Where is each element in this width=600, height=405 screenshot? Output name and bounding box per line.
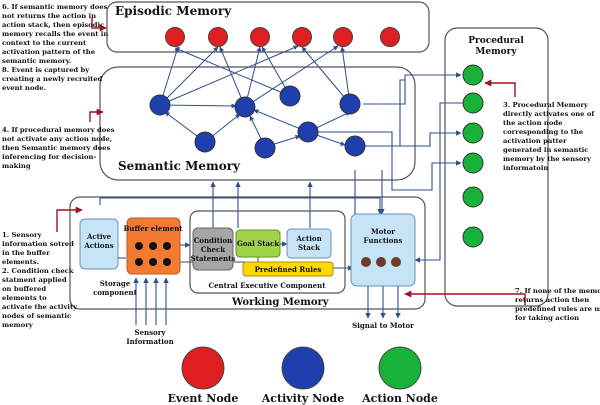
legend-action-swatch bbox=[378, 346, 422, 390]
legend-event-label: Event Node bbox=[168, 392, 239, 405]
motor-functions-label-1: Motor bbox=[371, 227, 395, 236]
active-actions-box bbox=[79, 218, 119, 270]
episodic-event-nodes bbox=[165, 27, 400, 47]
sensory-information-label-1: Sensory bbox=[135, 328, 167, 337]
event-node bbox=[208, 27, 228, 47]
legend-activity-label: Activity Node bbox=[261, 392, 344, 405]
legend: Event Node Activity Node Action Node bbox=[168, 346, 438, 405]
active-actions-label-2: Actions bbox=[83, 241, 113, 250]
procedural-memory-box bbox=[444, 27, 549, 307]
motor-functions-box bbox=[350, 213, 416, 287]
condition-check-label-2: Check bbox=[201, 245, 225, 254]
annotation-sensory-buffer: 1. Sensory information sotred in the buf… bbox=[2, 231, 79, 329]
episodic-memory-box bbox=[106, 1, 430, 53]
signal-to-motor-label: Signal to Motor bbox=[352, 321, 414, 330]
action-node bbox=[462, 92, 484, 114]
annotation-semantic-inferencing: 4. If procedural memory does not activat… bbox=[2, 126, 117, 170]
legend-action-label: Action Node bbox=[361, 392, 438, 405]
storage-component-line1: Storage bbox=[100, 279, 131, 288]
annotation-procedural-activation: 3. Procedural Memory directly activates … bbox=[503, 101, 597, 172]
activity-node bbox=[339, 93, 361, 115]
event-node bbox=[380, 27, 400, 47]
semantic-activity-nodes bbox=[149, 85, 366, 159]
goal-stack-box bbox=[235, 229, 281, 258]
condition-check-label-1: Condition bbox=[194, 236, 233, 245]
semantic-memory-box bbox=[99, 66, 416, 181]
flow-connections bbox=[99, 72, 463, 325]
event-node bbox=[333, 27, 353, 47]
action-node bbox=[462, 226, 484, 248]
activity-node bbox=[194, 131, 216, 153]
condition-check-box bbox=[192, 227, 234, 271]
action-node bbox=[462, 152, 484, 174]
central-executive-title: Central Executive Component bbox=[209, 281, 327, 290]
motor-dots bbox=[361, 257, 401, 267]
buffer-dots bbox=[135, 242, 171, 266]
semantic-memory-title: Semantic Memory bbox=[118, 159, 241, 173]
annotation-pointers bbox=[56, 18, 526, 305]
activity-node bbox=[254, 137, 276, 159]
motor-functions-label-2: Functions bbox=[364, 236, 403, 245]
action-stack-box bbox=[286, 228, 332, 259]
procedural-memory-title-line1: Procedural bbox=[468, 36, 524, 46]
episodic-memory-title: Episodic Memory bbox=[115, 4, 232, 18]
buffer-element-label: Buffer element bbox=[123, 224, 183, 233]
legend-event-swatch bbox=[181, 346, 225, 390]
event-node bbox=[250, 27, 270, 47]
annotation-predefined-rules: 7. If none of the memory returns action … bbox=[515, 287, 600, 322]
activity-node bbox=[279, 85, 301, 107]
action-node bbox=[462, 186, 484, 208]
activity-node bbox=[297, 121, 319, 143]
legend-activity-swatch bbox=[281, 346, 325, 390]
action-node bbox=[462, 64, 484, 86]
action-node bbox=[462, 122, 484, 144]
storage-component-line2: component bbox=[93, 288, 138, 297]
sensory-information-label-2: Information bbox=[126, 337, 173, 346]
working-memory-box bbox=[69, 196, 426, 310]
active-actions-label-1: Active bbox=[86, 232, 112, 241]
condition-check-label-3: Statements bbox=[191, 254, 236, 263]
procedural-action-nodes bbox=[462, 64, 484, 248]
event-node bbox=[165, 27, 185, 47]
activity-node bbox=[149, 94, 171, 116]
working-memory-title: Working Memory bbox=[231, 297, 330, 308]
annotation-episodic-recall: 6. If semantic memory does not returns t… bbox=[2, 3, 111, 92]
action-stack-label-1: Action bbox=[295, 234, 321, 243]
action-stack-label-2: Stack bbox=[298, 243, 320, 252]
activity-node bbox=[234, 96, 256, 118]
goal-stack-label: Goal Stack bbox=[237, 239, 279, 248]
predefined-rules-box bbox=[242, 261, 334, 277]
event-node bbox=[292, 27, 312, 47]
procedural-memory-title-line2: Memory bbox=[475, 47, 517, 57]
predefined-rules-label: Predefined Rules bbox=[255, 265, 322, 274]
central-executive-box bbox=[189, 210, 346, 294]
